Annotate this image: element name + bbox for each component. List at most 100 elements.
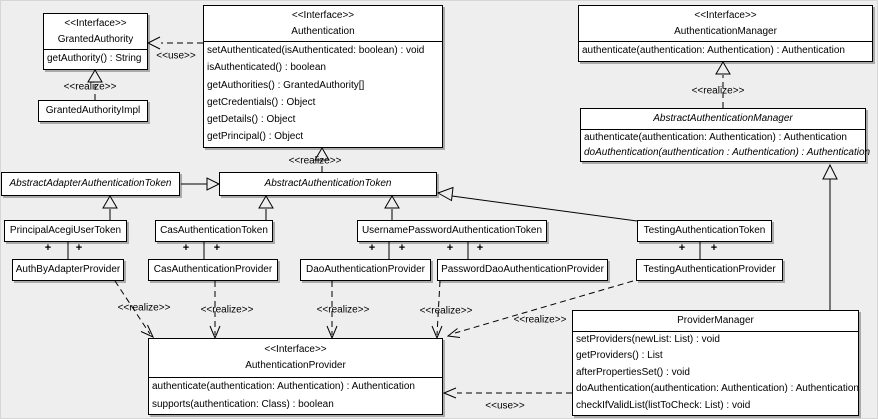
class-granted-authority[interactable]: <<Interface>> GrantedAuthority getAuthor… <box>43 13 148 70</box>
method-label: setAuthenticated(isAuthenticated: boolea… <box>207 45 425 56</box>
class-name: CasAuthenticationProvider <box>153 264 273 275</box>
method-label: afterPropertiesSet() : void <box>576 366 690 378</box>
hollow-triangle-icon <box>384 195 400 209</box>
class-name: Authentication <box>291 25 355 37</box>
method-label: isAuthenticated() : boolean <box>207 62 326 74</box>
class-abstract-authentication-token[interactable]: AbstractAuthenticationToken <box>219 172 437 196</box>
class-name: TestingAuthenticationToken <box>643 225 766 236</box>
realize-label: <<realize>> <box>419 305 473 317</box>
association-plus-marker: + <box>75 242 83 254</box>
open-arrowhead-icon <box>209 325 221 340</box>
method-label: authenticate(authentication: Authenticat… <box>582 45 845 56</box>
class-abstract-authentication-manager[interactable]: AbstractAuthenticationManager authentica… <box>580 108 870 162</box>
realize-label: <<realize>> <box>63 81 117 93</box>
class-authentication-manager[interactable]: <<Interface>> AuthenticationManager auth… <box>578 5 873 62</box>
use-label: <<use>> <box>156 50 196 62</box>
stereotype-label: <<Interface>> <box>694 9 757 21</box>
class-name: AuthByAdapterProvider <box>15 264 121 275</box>
class-cas-authentication-token[interactable]: CasAuthenticationToken <box>155 220 273 242</box>
class-name: AbstractAdapterAuthenticationToken <box>9 178 172 189</box>
open-arrowhead-icon <box>442 387 457 399</box>
class-name: AuthenticationManager <box>674 25 777 37</box>
hollow-triangle-icon <box>258 195 274 209</box>
class-name: PrincipalAcegiUserToken <box>9 225 122 236</box>
method-label: doAuthentication(authentication: Authent… <box>576 383 859 395</box>
association-plus-marker: + <box>446 242 454 254</box>
realize-label: <<realize>> <box>691 85 745 97</box>
class-header: <<Interface>> Authentication <box>204 6 442 42</box>
hollow-triangle-icon <box>206 177 221 191</box>
class-abstract-adapter-authentication-token[interactable]: AbstractAdapterAuthenticationToken <box>1 172 180 196</box>
open-arrowhead-icon <box>431 325 443 340</box>
hollow-triangle-icon <box>822 163 838 180</box>
association-plus-marker: + <box>710 242 718 254</box>
class-authentication-provider[interactable]: <<Interface>> AuthenticationProvider aut… <box>148 338 443 415</box>
class-name: GrantedAuthorityImpl <box>45 105 141 116</box>
method-label: authenticate(authentication: Authenticat… <box>584 132 847 143</box>
association-plus-marker: + <box>398 242 406 254</box>
class-name: CasAuthenticationToken <box>160 225 268 236</box>
class-testing-authentication-token[interactable]: TestingAuthenticationToken <box>637 220 772 242</box>
class-header: AbstractAuthenticationManager <box>581 109 865 130</box>
class-auth-by-adapter-provider[interactable]: AuthByAdapterProvider <box>12 259 124 281</box>
method-label: getAuthority() : String <box>47 53 142 64</box>
method-label: authenticate(authentication: Authenticat… <box>152 381 415 392</box>
realize-line <box>436 280 441 336</box>
stereotype-label: <<Interface>> <box>291 9 355 21</box>
association-plus-marker: + <box>476 242 484 254</box>
methods-compartment: authenticate(authentication: Authenticat… <box>149 378 442 413</box>
method-label: supports(authentication: Class) : boolea… <box>152 398 334 410</box>
association-plus-marker: + <box>182 242 190 254</box>
association-plus-marker: + <box>368 242 376 254</box>
association-plus-marker: + <box>44 242 52 254</box>
open-arrowhead-icon <box>146 36 161 50</box>
methods-compartment: setAuthenticated(isAuthenticated: boolea… <box>204 42 442 146</box>
class-username-password-authentication-token[interactable]: UsernamePasswordAuthenticationToken <box>357 220 547 242</box>
association-plus-marker: + <box>678 242 686 254</box>
hollow-triangle-icon <box>715 61 731 75</box>
realize-label: <<realize>> <box>200 304 254 316</box>
class-header: <<Interface>> AuthenticationManager <box>579 6 872 42</box>
class-provider-manager[interactable]: ProviderManager setProviders(newList: Li… <box>572 310 859 416</box>
class-authentication[interactable]: <<Interface>> Authentication setAuthenti… <box>203 5 443 148</box>
method-label: checkIfValidList(listToCheck: List) : vo… <box>576 399 751 411</box>
stereotype-label: <<Interface>> <box>264 344 327 355</box>
realize-label: <<realize>> <box>316 304 370 316</box>
class-name: PasswordDaoAuthenticationProvider <box>441 264 604 275</box>
stereotype-label: <<Interface>> <box>64 17 127 29</box>
method-label: getDetails() : Object <box>207 114 296 126</box>
class-password-dao-authentication-provider[interactable]: PasswordDaoAuthenticationProvider <box>437 259 608 281</box>
class-cas-authentication-provider[interactable]: CasAuthenticationProvider <box>148 259 278 281</box>
class-name: ProviderManager <box>677 315 754 326</box>
method-label: getPrincipal() : Object <box>207 131 304 143</box>
method-label: getProviders() : List <box>576 350 663 362</box>
class-testing-authentication-provider[interactable]: TestingAuthenticationProvider <box>636 259 783 281</box>
class-name: AuthenticationProvider <box>245 360 346 371</box>
hollow-triangle-icon <box>314 147 330 161</box>
realize-label: <<realize>> <box>513 314 567 326</box>
use-label: <<use>> <box>485 400 525 412</box>
class-header: ProviderManager <box>573 311 858 332</box>
class-granted-authority-impl[interactable]: GrantedAuthorityImpl <box>38 100 148 122</box>
methods-compartment: getAuthority() : String <box>44 50 147 68</box>
open-arrowhead-icon <box>140 324 155 339</box>
class-principal-acegi-user-token[interactable]: PrincipalAcegiUserToken <box>4 220 127 242</box>
realize-line <box>114 280 151 335</box>
methods-compartment: authenticate(authentication: Authenticat… <box>579 42 872 60</box>
realize-label: <<realize>> <box>117 302 171 314</box>
generalization-line <box>451 195 638 222</box>
method-label: getCredentials() : Object <box>207 96 316 108</box>
open-arrowhead-icon <box>446 328 461 338</box>
class-name: TestingAuthenticationProvider <box>643 264 776 275</box>
class-header: <<Interface>> GrantedAuthority <box>44 14 147 50</box>
method-label: getAuthorities() : GrantedAuthority[] <box>207 79 365 91</box>
realize-label: <<realize>> <box>288 155 342 167</box>
hollow-triangle-icon <box>102 195 118 209</box>
class-name: AbstractAuthenticationToken <box>264 178 392 189</box>
class-name: DaoAuthenticationProvider <box>306 264 425 275</box>
class-dao-authentication-provider[interactable]: DaoAuthenticationProvider <box>300 259 431 281</box>
class-name: UsernamePasswordAuthenticationToken <box>361 225 543 236</box>
methods-compartment: authenticate(authentication: Authenticat… <box>581 130 870 160</box>
